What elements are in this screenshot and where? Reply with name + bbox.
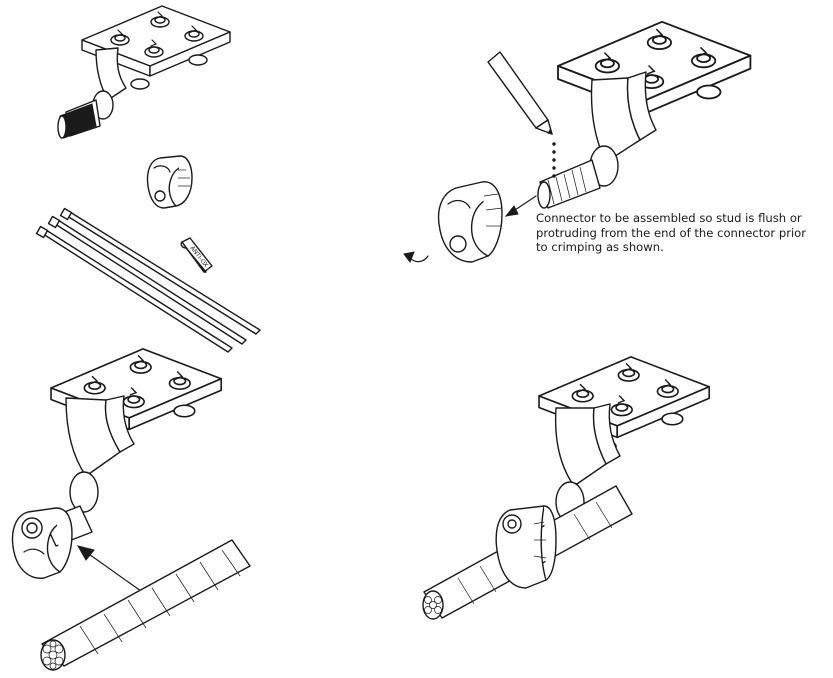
crimped-sleeve <box>495 505 557 589</box>
instruction-note: Connector to be assembled so stud is flu… <box>536 211 833 255</box>
instruction-note-line: protruding from the end of the connector… <box>536 225 807 240</box>
top-right-connector-assembly <box>403 20 752 264</box>
bottom-right-connector-assembly <box>422 356 711 620</box>
stranded-cable-left <box>40 539 251 671</box>
threaded-stud-right <box>537 159 601 209</box>
top-left-connector-assembly <box>57 5 231 139</box>
threaded-stud <box>57 103 97 139</box>
instruction-note-line: Connector to be assembled so stud is flu… <box>536 211 802 225</box>
loose-connector-sleeve <box>146 155 193 209</box>
instruction-note-line: to crimping as shown. <box>536 240 664 254</box>
anti-ox-packet: ANTI-OX <box>180 237 213 273</box>
marker-pen <box>487 51 556 178</box>
connector-sleeve-open <box>11 507 73 579</box>
insert-arrow <box>76 545 149 597</box>
cable-ties <box>35 207 261 353</box>
rotation-arrow <box>403 251 429 264</box>
connector-sleeve-right <box>437 181 503 263</box>
bottom-left-connector-assembly <box>11 348 251 671</box>
push-arrow <box>504 195 537 217</box>
